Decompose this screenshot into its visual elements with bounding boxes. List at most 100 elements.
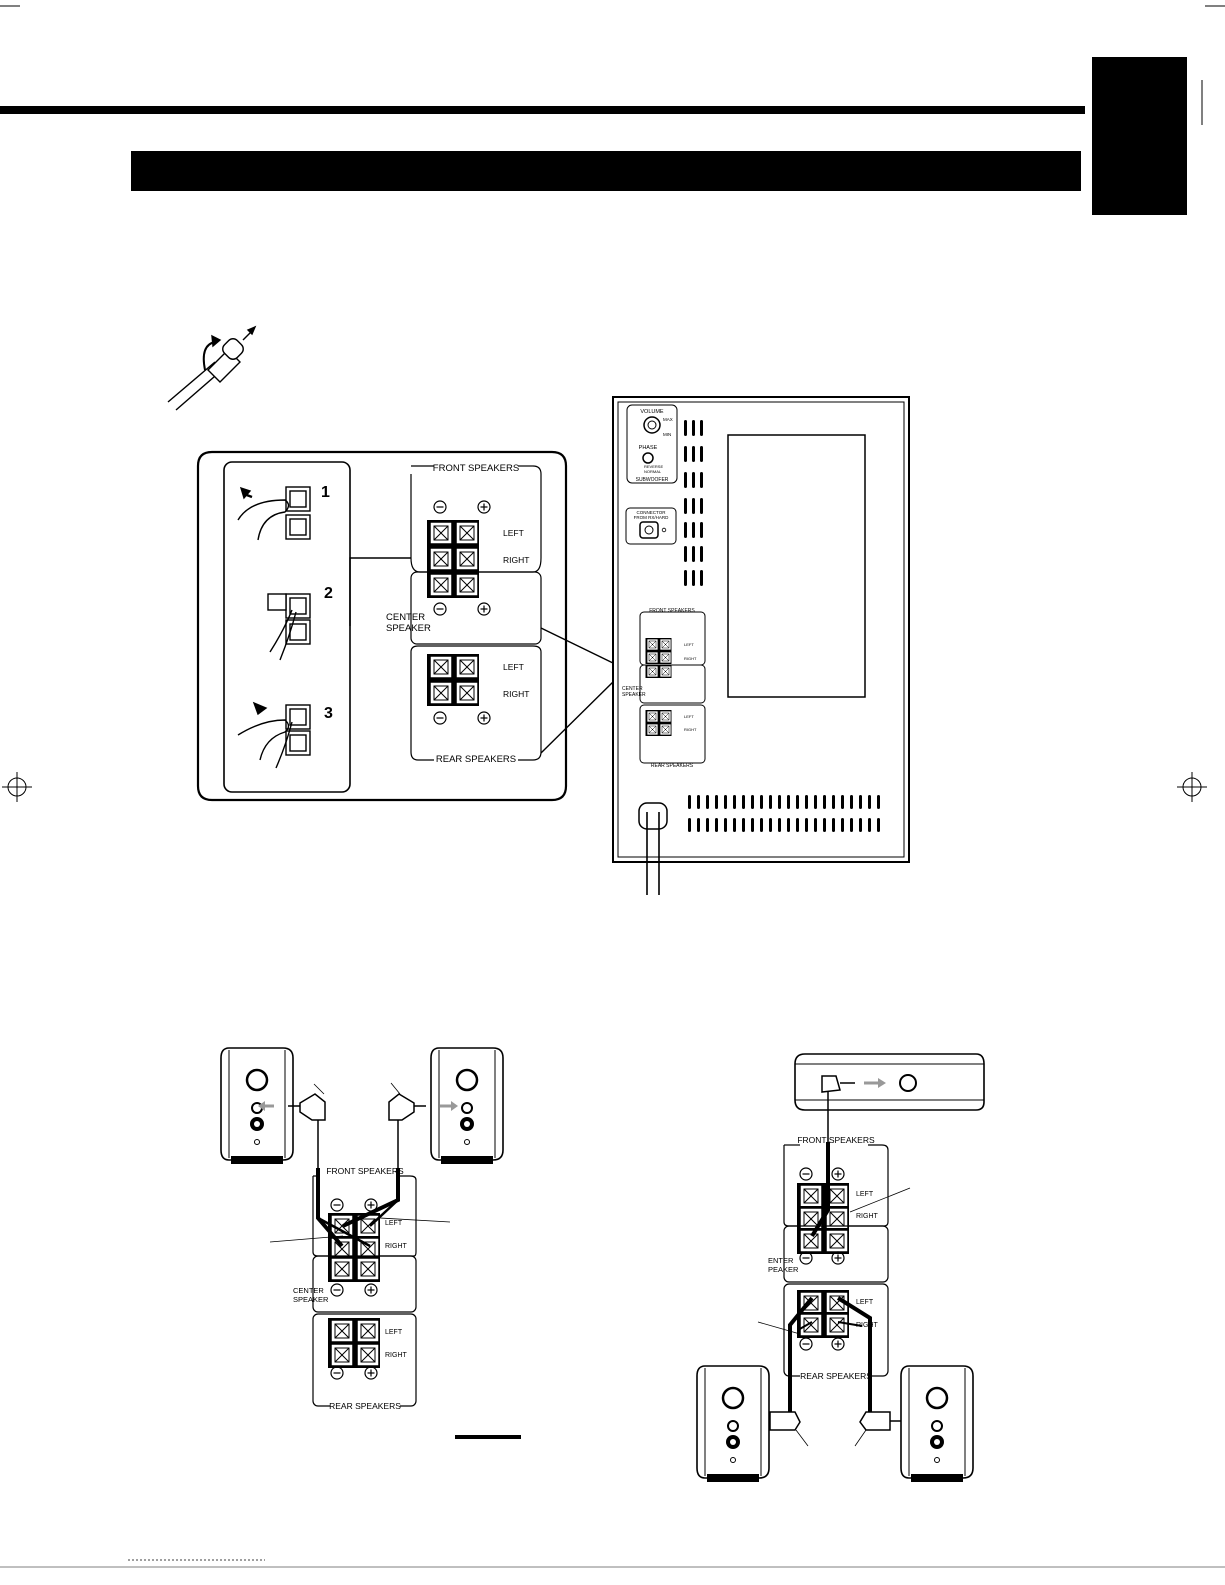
subwoofer-unit	[794, 1053, 985, 1111]
vent-slot	[868, 795, 871, 809]
vent-slot	[859, 795, 862, 809]
vent-slots	[684, 420, 703, 586]
vent-slot	[760, 795, 763, 809]
vent-slot	[715, 795, 718, 809]
callout-terminal-board: FRONT SPEAKERS LEFT RIGHT CENTER SPEAKER…	[386, 463, 542, 765]
rear-diagram-center-label-2: PEAKER	[768, 1265, 799, 1274]
front-diagram-center-label-2: SPEAKER	[293, 1295, 329, 1304]
bottom-vent-slots	[688, 795, 880, 832]
subwoofer-rear-panel: VOLUME MAX MIN PHASE REVERSE NORMAL SUBW…	[612, 396, 910, 895]
callout-front-speakers-label: FRONT SPEAKERS	[433, 463, 519, 474]
vent-slot	[769, 818, 772, 832]
volume-knob	[643, 416, 661, 434]
phase-switch	[642, 452, 654, 464]
vent-slot	[751, 818, 754, 832]
vent-slot	[706, 795, 709, 809]
rear-diagram-rear-right-label: RIGHT	[856, 1322, 879, 1329]
connector-label-2: FROM RX/HARD	[634, 515, 670, 520]
vent-slot	[850, 818, 853, 832]
vent-slot	[697, 795, 700, 809]
panel-right-label: RIGHT	[684, 656, 697, 661]
vent-slot	[724, 795, 727, 809]
front-diagram-rear-left-label: LEFT	[385, 1329, 403, 1336]
vent-slot	[859, 818, 862, 832]
terminal-callout: 1 2 3 FRONT SPEAKER	[196, 450, 616, 802]
step-1-illustration	[237, 486, 311, 541]
vent-slot	[841, 818, 844, 832]
callout-rear-right-label: RIGHT	[503, 689, 529, 699]
rear-diagram-right-label: RIGHT	[856, 1213, 879, 1220]
language-tab	[1092, 57, 1187, 215]
vent-slot	[706, 818, 709, 832]
rear-diagram-rear-left-label: LEFT	[856, 1299, 874, 1306]
volume-label: VOLUME	[640, 409, 664, 415]
step-3-illustration	[237, 701, 311, 769]
phase-normal-label: NORMAL	[644, 469, 662, 474]
panel-rear-right-label: RIGHT	[684, 727, 697, 732]
front-diagram-rear-right-label: RIGHT	[385, 1352, 408, 1359]
vent-slot	[832, 818, 835, 832]
volume-max-label: MAX	[663, 417, 673, 422]
front-diagram-rear-speakers-label: REAR SPEAKERS	[329, 1401, 401, 1411]
rear-diagram-rear-speakers-label: REAR SPEAKERS	[800, 1371, 872, 1381]
vent-slot	[688, 795, 691, 809]
vent-slot	[814, 795, 817, 809]
vent-slot	[715, 818, 718, 832]
vent-slot	[778, 818, 781, 832]
rear-diagram-center-label-1: ENTER	[768, 1256, 794, 1265]
vent-slot	[868, 818, 871, 832]
crop-marks	[0, 5, 1225, 1568]
panel-front-speakers-label: FRONT SPEAKERS	[649, 608, 695, 614]
vent-slot	[877, 818, 880, 832]
antenna-plug-illustration	[167, 325, 257, 411]
vent-slot	[823, 795, 826, 809]
vent-slot	[742, 795, 745, 809]
vent-slot	[769, 795, 772, 809]
step-3-number: 3	[324, 705, 333, 722]
front-speaker-hookup: FRONT SPEAKERS LEFT RIGHT CENTER SPEAKER…	[219, 1046, 521, 1439]
vent-slot	[805, 818, 808, 832]
step-1-number: 1	[321, 484, 330, 501]
vent-slot	[805, 795, 808, 809]
callout-left-label: LEFT	[503, 528, 524, 538]
rear-speaker-hookup: FRONT SPEAKERS LEFT RIGHT ENTER PEAKER L…	[695, 1053, 985, 1484]
vent-slot	[796, 818, 799, 832]
phase-label: PHASE	[639, 445, 658, 451]
vent-slot	[697, 818, 700, 832]
panel-rear-speakers-label: REAR SPEAKERS	[651, 763, 694, 769]
vent-slot	[751, 795, 754, 809]
section-title-bar	[131, 151, 1081, 191]
power-cord	[646, 812, 660, 895]
vent-slot	[877, 795, 880, 809]
panel-rear-left-label: LEFT	[684, 714, 694, 719]
vent-slot	[832, 795, 835, 809]
connector-label-1: CONNECTOR	[637, 510, 667, 515]
step-2-illustration	[267, 593, 311, 661]
vent-slot	[796, 795, 799, 809]
callout-rear-left-label: LEFT	[503, 662, 524, 672]
vent-slot	[688, 818, 691, 832]
panel-center-label-1: CENTER	[622, 686, 643, 692]
vent-slot	[814, 818, 817, 832]
front-diagram-left-label: LEFT	[385, 1220, 403, 1227]
phase-reverse-label: REVERSE	[644, 464, 663, 469]
panel-center-label-2: SPEAKER	[622, 692, 646, 698]
vent-slot	[787, 795, 790, 809]
subwoofer-label: SUBWOOFER	[636, 477, 669, 483]
vent-slot	[850, 795, 853, 809]
label-plate	[727, 434, 866, 698]
front-diagram-center-label-1: CENTER	[293, 1286, 324, 1295]
vent-slot	[787, 818, 790, 832]
page-header	[0, 57, 1203, 215]
callout-center-speaker-label-1: CENTER	[386, 612, 425, 623]
rear-diagram-front-speakers-label: FRONT SPEAKERS	[797, 1135, 875, 1145]
vent-slot	[724, 818, 727, 832]
callout-rear-speakers-label: REAR SPEAKERS	[436, 754, 516, 765]
vent-slot	[760, 818, 763, 832]
vent-slot	[823, 818, 826, 832]
vent-slot	[733, 818, 736, 832]
callout-right-label: RIGHT	[503, 555, 529, 565]
vent-slot	[733, 795, 736, 809]
panel-terminal-board: FRONT SPEAKERS LEFT RIGHT CENTER SPEAKER…	[622, 608, 706, 769]
